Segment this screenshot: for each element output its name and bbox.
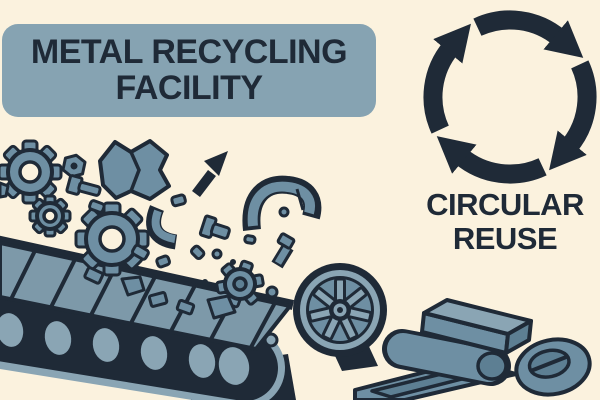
up-arrow-icon <box>192 151 228 198</box>
conveyor-belt <box>0 235 296 400</box>
circular-reuse-caption: CIRCULAR REUSE <box>405 187 600 257</box>
pipe-elbow-icon <box>146 205 178 250</box>
caption-line2: REUSE <box>452 221 558 257</box>
caption-line1: CIRCULAR <box>426 187 584 222</box>
gear-icon <box>0 139 63 205</box>
bolt-icon <box>271 232 296 269</box>
scrap-bits <box>0 181 290 320</box>
gear-icon <box>215 259 265 309</box>
facility-banner: METAL RECYCLING FACILITY <box>2 24 376 117</box>
spoked-wheel-icon <box>293 263 387 371</box>
recycled-metal-stock <box>353 298 592 400</box>
banner-title-line1: METAL RECYCLING <box>30 33 348 72</box>
belt-rollers <box>0 313 250 385</box>
pipe-elbow-icon <box>242 175 322 232</box>
recycling-arrows-icon <box>423 10 597 184</box>
metal-ring-icon <box>514 337 592 397</box>
metal-rod-icon <box>382 329 511 386</box>
scrap-debris <box>0 139 322 320</box>
gear-icon <box>74 201 150 277</box>
gear-icon <box>28 194 72 238</box>
metal-bar-icon <box>420 298 533 355</box>
bolt-icon <box>65 174 102 197</box>
scrap-chunk-icon <box>98 139 171 201</box>
banner-title-line2: FACILITY <box>115 68 263 107</box>
bolt-icon <box>198 214 231 240</box>
